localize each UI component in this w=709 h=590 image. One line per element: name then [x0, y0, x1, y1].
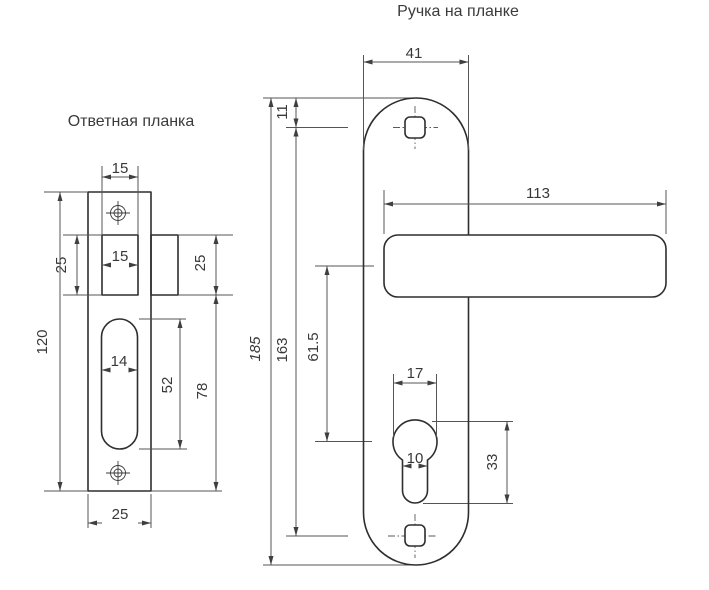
handle-backplate [362, 97, 470, 566]
dim-backplate-width: 41 [363, 45, 469, 150]
dim-screw-spacing: 163 [274, 127, 299, 536]
dim-cutout-to-plate-bottom: 78 [194, 295, 219, 491]
handle-plate-reference-lines [263, 97, 513, 566]
dim-handle-length: 113 [383, 185, 667, 234]
svg-text:25: 25 [53, 257, 70, 274]
svg-text:78: 78 [194, 383, 211, 400]
top-square-hole [393, 106, 438, 149]
strike-plate-title: Ответная планка [68, 113, 195, 130]
lever-handle [383, 234, 667, 298]
dim-backplate-height: 185 [247, 98, 274, 565]
bottom-square-hole [388, 514, 438, 558]
svg-text:163: 163 [274, 337, 291, 362]
svg-text:25: 25 [112, 506, 129, 523]
svg-text:10: 10 [407, 450, 424, 467]
handle-plate-figure: Ручка на планке [247, 3, 667, 566]
dim-handle-to-cylinder: 61.5 [305, 266, 330, 442]
svg-text:41: 41 [406, 45, 423, 62]
dim-cylinder-hole-height: 33 [484, 421, 510, 504]
handle-plate-title: Ручка на планке [397, 3, 519, 20]
strike-plate-side-lip [150, 234, 179, 296]
dim-strike-plate-width: 25 [87, 494, 152, 528]
dim-top-screw-offset: 11 [274, 98, 299, 128]
dim-cylinder-slot-width: 10 [402, 450, 428, 469]
screw-hole-top-icon [106, 201, 130, 225]
dim-latch-cutout-width: 15 [102, 248, 138, 268]
svg-text:113: 113 [526, 185, 550, 202]
svg-text:17: 17 [407, 365, 424, 382]
dim-cylinder-hole-width: 17 [393, 365, 437, 437]
strike-plate-figure: Ответная планка [34, 113, 233, 528]
svg-text:52: 52 [159, 377, 176, 394]
dim-side-lip-height: 25 [192, 235, 219, 295]
strike-plate-reference-lines [44, 191, 233, 492]
svg-text:25: 25 [192, 255, 209, 272]
svg-text:11: 11 [274, 104, 291, 120]
strike-plate-outline [87, 191, 179, 492]
screw-hole-bottom-icon [106, 461, 130, 485]
strike-plate-body [87, 191, 152, 492]
svg-text:14: 14 [111, 353, 128, 370]
svg-text:185: 185 [247, 336, 264, 362]
dim-strike-plate-height: 120 [34, 192, 63, 491]
svg-text:15: 15 [112, 248, 129, 265]
svg-text:15: 15 [112, 160, 129, 177]
dim-bolt-slot-width: 14 [101, 353, 138, 373]
svg-text:33: 33 [484, 454, 501, 471]
bolt-slot [100, 318, 139, 450]
svg-text:120: 120 [34, 329, 51, 354]
dim-latch-cutout-height: 25 [53, 235, 80, 295]
dim-latch-cutout-width-top: 15 [101, 160, 139, 235]
svg-text:61.5: 61.5 [305, 332, 322, 361]
dim-bolt-slot-height: 52 [159, 319, 183, 449]
